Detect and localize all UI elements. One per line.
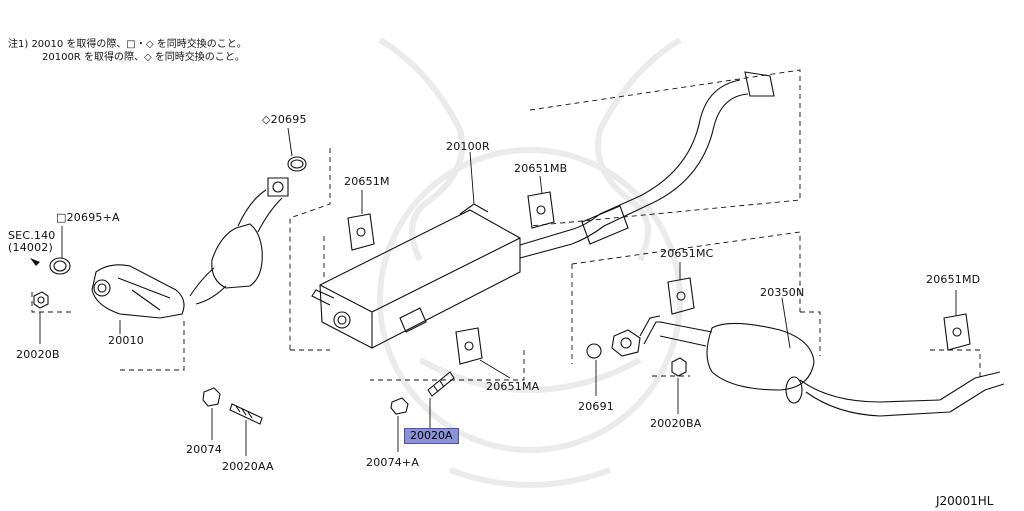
front-tube-20010 (91, 177, 289, 319)
part-label-20695[interactable]: ◇20695 (262, 113, 307, 126)
mount-20651MD (943, 313, 971, 351)
mount-20651M (347, 213, 375, 251)
bolt-20020AA (229, 403, 263, 425)
rear-muffler-20350N (611, 315, 1005, 417)
leader-lines (39, 127, 957, 456)
section-reference: SEC.140 (14002) (8, 230, 56, 254)
note-line-2: 20100R を取得の際、◇ を同時交換のこと。 (42, 52, 245, 63)
part-label-20651mc[interactable]: 20651MC (660, 247, 714, 260)
part-label-20074[interactable]: 20074 (186, 443, 222, 456)
part-label-20350n[interactable]: 20350N (760, 286, 805, 299)
section-ref-line-2: (14002) (8, 241, 53, 254)
nut-20020B (33, 291, 49, 309)
part-label-20651mb[interactable]: 20651MB (514, 162, 568, 175)
arrow-icon (30, 258, 40, 266)
watermark-emblem (377, 37, 683, 488)
mount-20651MC (667, 277, 695, 315)
bolt-20020A (427, 371, 455, 397)
part-label-20651ma[interactable]: 20651MA (486, 380, 540, 393)
part-label-20020aa[interactable]: 20020AA (222, 460, 274, 473)
diagram-code: J20001HL (936, 494, 994, 508)
mount-20651MB (527, 191, 555, 229)
part-label-20691[interactable]: 20691 (578, 400, 614, 413)
center-muffler-20100R (311, 71, 775, 349)
part-label-20651m[interactable]: 20651M (344, 175, 390, 188)
nut-20020BA (671, 357, 687, 377)
gasket-20695 (287, 156, 307, 172)
gasket-20695A (49, 257, 71, 275)
part-label-20100r[interactable]: 20100R (446, 140, 490, 153)
section-ref-line-1: SEC.140 (8, 229, 56, 242)
part-label-20020b[interactable]: 20020B (16, 348, 60, 361)
part-label-20020ba[interactable]: 20020BA (650, 417, 702, 430)
mount-20651MA (455, 327, 483, 365)
part-label-20010[interactable]: 20010 (108, 334, 144, 347)
part-label-20651md[interactable]: 20651MD (926, 273, 981, 286)
gasket-20691 (586, 343, 602, 359)
part-label-20020a-highlighted[interactable]: 20020A (404, 428, 459, 444)
part-label-20074-a[interactable]: 20074+A (366, 456, 420, 469)
nut-20074A (390, 397, 409, 415)
nut-20074 (202, 387, 221, 407)
note-line-1: 注1) 20010 を取得の際、□・◇ を同時交換のこと。 (8, 39, 247, 50)
assembly-outlines (31, 69, 981, 381)
part-label-20695-a[interactable]: □20695+A (56, 211, 120, 224)
